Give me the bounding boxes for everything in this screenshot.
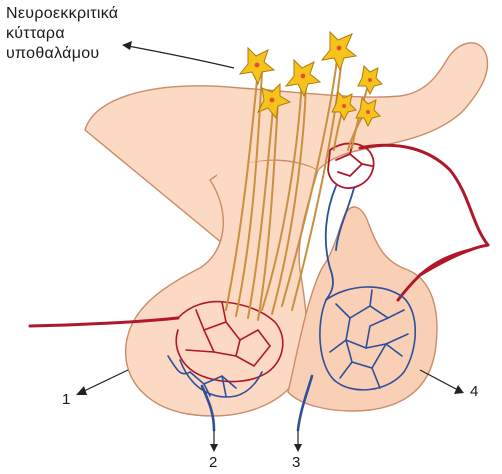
label-1: 1 bbox=[62, 392, 70, 408]
label-2: 2 bbox=[209, 455, 217, 471]
label-3-arrow-head bbox=[294, 444, 302, 452]
label-4-leader-line bbox=[420, 370, 458, 390]
caption-arrow-head bbox=[122, 41, 132, 50]
neuron-cell-4 bbox=[322, 32, 356, 70]
label-2-arrow-head bbox=[210, 444, 218, 452]
label-3: 3 bbox=[292, 455, 300, 471]
label-4: 4 bbox=[470, 384, 478, 400]
label-1-leader-line bbox=[82, 370, 128, 392]
caption-line-1: Νευροεκκριτικά bbox=[6, 4, 118, 24]
caption-leader-line bbox=[128, 46, 234, 68]
label-4-arrow-head bbox=[454, 385, 464, 394]
label-1-arrow-head bbox=[76, 386, 87, 395]
caption-line-2: κύτταρα bbox=[6, 24, 65, 44]
caption-line-3: υποθαλάμου bbox=[6, 44, 99, 64]
